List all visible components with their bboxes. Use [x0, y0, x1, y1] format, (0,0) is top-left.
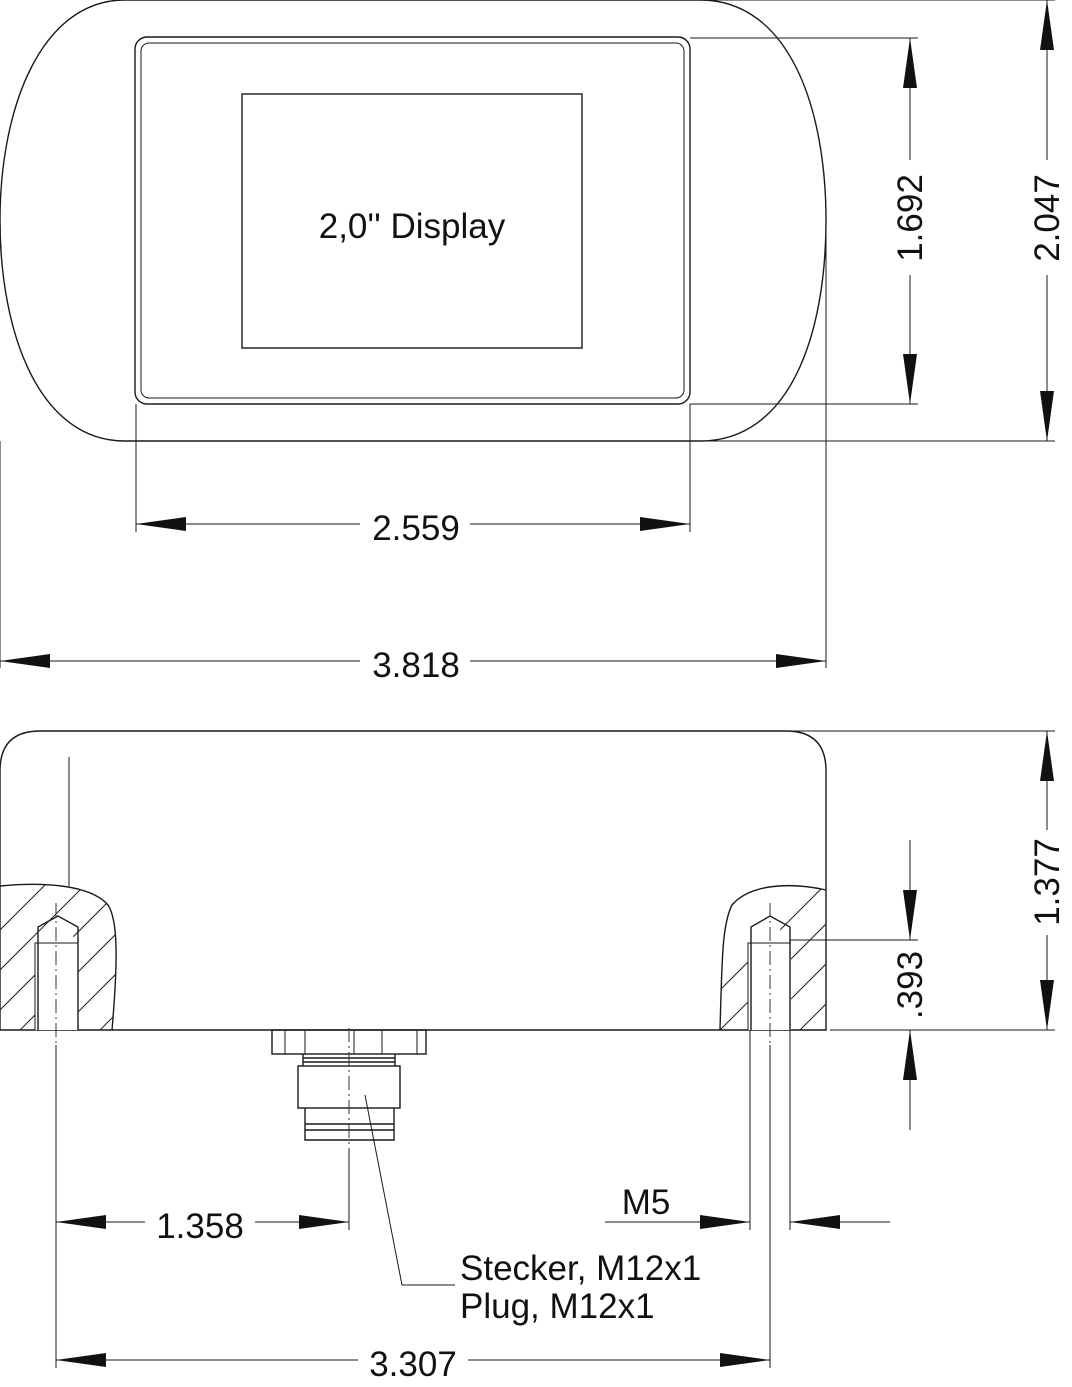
svg-text:M5: M5: [622, 1183, 671, 1222]
section-left: [0, 883, 117, 1045]
dimension-overall-height: 2.047: [1028, 0, 1067, 441]
dimension-connector-offset: 1.358: [56, 1207, 349, 1246]
extension-lines-side: [55, 730, 1055, 1368]
display-bezel: [134, 36, 691, 405]
svg-text:1.358: 1.358: [156, 1207, 244, 1246]
svg-text:1.377: 1.377: [1028, 838, 1067, 926]
dimension-overall-width: 3.818: [0, 646, 826, 685]
svg-text:3.307: 3.307: [369, 1345, 457, 1384]
connector-callout: Stecker, M12x1 Plug, M12x1: [364, 1094, 701, 1326]
svg-text:Plug, M12x1: Plug, M12x1: [460, 1287, 655, 1326]
dimension-display-width: 2.559: [136, 509, 690, 548]
m12-connector: [271, 1028, 427, 1150]
svg-text:2.559: 2.559: [372, 509, 460, 548]
svg-text:3.818: 3.818: [372, 646, 460, 685]
svg-text:.393: .393: [891, 951, 930, 1019]
display-bezel-inner: [140, 42, 685, 399]
top-view: 2,0'' Display 1.692 2.047 2.559 3.818: [0, 0, 1067, 685]
display-area: [241, 93, 583, 349]
svg-text:Stecker, M12x1: Stecker, M12x1: [460, 1249, 701, 1288]
section-right: [719, 884, 918, 1045]
dimension-thread-size: M5: [605, 1183, 890, 1229]
display-label: 2,0'' Display: [319, 207, 506, 246]
dimension-thread-depth: .393: [891, 840, 930, 1130]
svg-text:1.692: 1.692: [891, 174, 930, 262]
side-view: 1.377 .393 1.358 M5 3.307 Steck: [0, 730, 1067, 1384]
dimension-display-height: 1.692: [891, 38, 930, 404]
extension-lines: [0, 0, 1055, 668]
dimension-hole-spacing: 3.307: [56, 1345, 770, 1384]
svg-text:2.047: 2.047: [1028, 174, 1067, 262]
housing-side-outline: [0, 730, 827, 1031]
dimension-side-height: 1.377: [1028, 731, 1067, 1030]
